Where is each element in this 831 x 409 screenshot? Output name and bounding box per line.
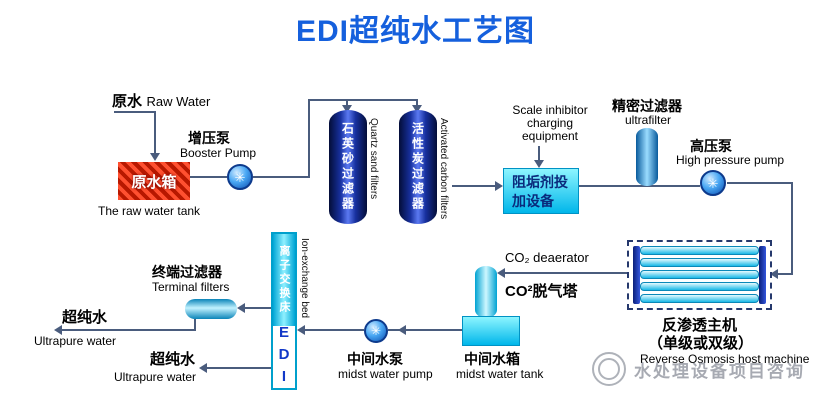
- ro-membrane: [640, 246, 759, 255]
- arrow-into-scalebox: [495, 181, 503, 191]
- ro-en: Reverse Osmosis host machine: [640, 352, 810, 366]
- ro-zh1: 反渗透主机: [662, 317, 738, 334]
- pipe-down-to-ro: [791, 182, 793, 274]
- pipe-scalebox-to-hppump: [579, 185, 700, 187]
- pipe-midsttank-to-pump: [388, 329, 462, 331]
- pipe-ultrapure1: [60, 329, 196, 331]
- arrow-ultrapure1: [54, 325, 62, 335]
- pipe-ultrapure2: [205, 367, 271, 369]
- midst-pump-icon: ✳: [364, 319, 388, 343]
- ion-bed-zh: 离子交换床: [278, 245, 290, 315]
- edi-label: EDI: [275, 324, 293, 390]
- ro-membrane: [640, 270, 759, 279]
- pipe-filters-top: [308, 99, 418, 101]
- pipe-rawwater-v: [154, 111, 156, 153]
- booster-pump-zh: 增压泵: [188, 130, 230, 146]
- midst-tank-zh: 中间水箱: [464, 351, 520, 367]
- hp-pump-en: High pressure pump: [676, 153, 785, 167]
- arrow-to-midst-pump: [398, 325, 406, 335]
- arrow-into-ro: [770, 269, 778, 279]
- terminal-filter-en: Terminal filters: [152, 280, 230, 294]
- ro-membrane: [640, 258, 759, 267]
- arrow-into-edi: [297, 325, 305, 335]
- co2-deaerator-cylinder: [475, 266, 497, 318]
- terminal-filter-cylinder: [185, 299, 237, 319]
- ultrapure1-zh: 超纯水: [62, 309, 108, 326]
- ro-endplate-right: [759, 246, 766, 304]
- pipe-ro-to-deaerator: [500, 272, 627, 274]
- ro-unit: [627, 240, 772, 310]
- raw-water-label: 原水 Raw Water: [112, 90, 210, 111]
- pipe-scale-text-to-box: [538, 146, 540, 162]
- scale-en-line2: charging: [526, 116, 574, 130]
- activated-carbon-filter: 活性炭过滤器: [399, 110, 437, 224]
- pipe-pump-to-edi: [301, 329, 364, 331]
- midst-water-tank: [462, 316, 520, 346]
- edi-section: EDI: [273, 324, 295, 390]
- watermark-seal-inner: [598, 358, 620, 380]
- pipe-carbon-to-scalebox: [452, 185, 497, 187]
- quartz-sand-filter: 石英砂过滤器: [329, 110, 367, 224]
- terminal-filter-zh: 终端过滤器: [152, 264, 222, 280]
- watermark-seal-icon: [592, 352, 626, 386]
- ultrapure2-en: Ultrapure water: [114, 370, 197, 384]
- scale-inhibitor-box: 阻垢剂投加设备: [503, 168, 579, 214]
- raw-water-tank: 原水箱: [118, 162, 190, 200]
- scale-zh: 阻垢剂投加设备: [512, 174, 568, 209]
- pipe-stub-quartz: [346, 99, 348, 107]
- ion-exchange-bed: 离子交换床: [273, 234, 295, 326]
- ultrafilter-en: ultrafilter: [625, 113, 672, 127]
- edi-column: 离子交换床 EDI: [271, 232, 297, 390]
- carbon-zh: 活性炭过滤器: [410, 122, 425, 212]
- arrow-into-raw-tank: [150, 153, 160, 161]
- arrow-into-scale-equipment: [534, 160, 544, 168]
- midst-tank-en: midst water tank: [456, 367, 544, 381]
- midst-pump-en: midst water pump: [338, 367, 433, 381]
- hp-pump-zh: 高压泵: [690, 138, 732, 154]
- page-title: EDI超纯水工艺图: [295, 15, 535, 48]
- hp-pump-icon: ✳: [700, 170, 726, 196]
- ultrafilter-cylinder: [636, 128, 658, 186]
- scale-en-line3: equipment: [521, 129, 579, 143]
- co2-en: CO₂ deaerator: [505, 250, 589, 265]
- ro-membrane: [640, 294, 759, 303]
- ultrafilter-zh: 精密过滤器: [612, 98, 682, 114]
- raw-water-zh: 原水: [112, 93, 143, 110]
- pipe-stub-carbon: [416, 99, 418, 107]
- midst-pump-zh: 中间水泵: [347, 351, 403, 367]
- quartz-en: Quartz sand filters: [368, 118, 379, 200]
- pipe-tank-to-boosterpump: [190, 176, 227, 178]
- raw-tank-en: The raw water tank: [98, 204, 201, 218]
- ro-endplate-left: [633, 246, 640, 304]
- co2-zh: CO²脱气塔: [505, 283, 578, 300]
- pipe-edi-to-terminal: [243, 307, 271, 309]
- pipe-hppump-right: [727, 182, 793, 184]
- pipe-up-to-filters: [308, 99, 310, 178]
- booster-pump-en: Booster Pump: [180, 146, 257, 160]
- pipe-into-ro: [777, 273, 793, 275]
- ultrapure2-zh: 超纯水: [150, 351, 196, 368]
- raw-water-en: Raw Water: [146, 94, 211, 109]
- carbon-en: Activated carbon filters: [438, 118, 449, 220]
- pipe-pump-right: [253, 176, 310, 178]
- pipe-terminal-down: [194, 319, 196, 331]
- ion-bed-en: Ion-exchange bed: [299, 238, 310, 319]
- arrow-into-quartz: [342, 105, 352, 113]
- booster-pump-icon: ✳: [227, 164, 253, 190]
- scale-en-line1: Scale inhibitor: [512, 103, 588, 117]
- scale-inhibitor-en: Scale inhibitor charging equipment: [498, 104, 602, 143]
- ultrapure1-en: Ultrapure water: [34, 334, 117, 348]
- arrow-into-deaerator: [497, 268, 505, 278]
- arrow-ultrapure2: [199, 363, 207, 373]
- arrow-into-carbon: [412, 105, 422, 113]
- ro-zh2: （单级或双级）: [648, 335, 754, 352]
- raw-tank-zh: 原水箱: [131, 173, 177, 191]
- arrow-into-terminal-filter: [237, 303, 245, 313]
- quartz-zh: 石英砂过滤器: [340, 122, 355, 212]
- pipe-rawwater-h: [114, 111, 156, 113]
- ro-membrane: [640, 282, 759, 291]
